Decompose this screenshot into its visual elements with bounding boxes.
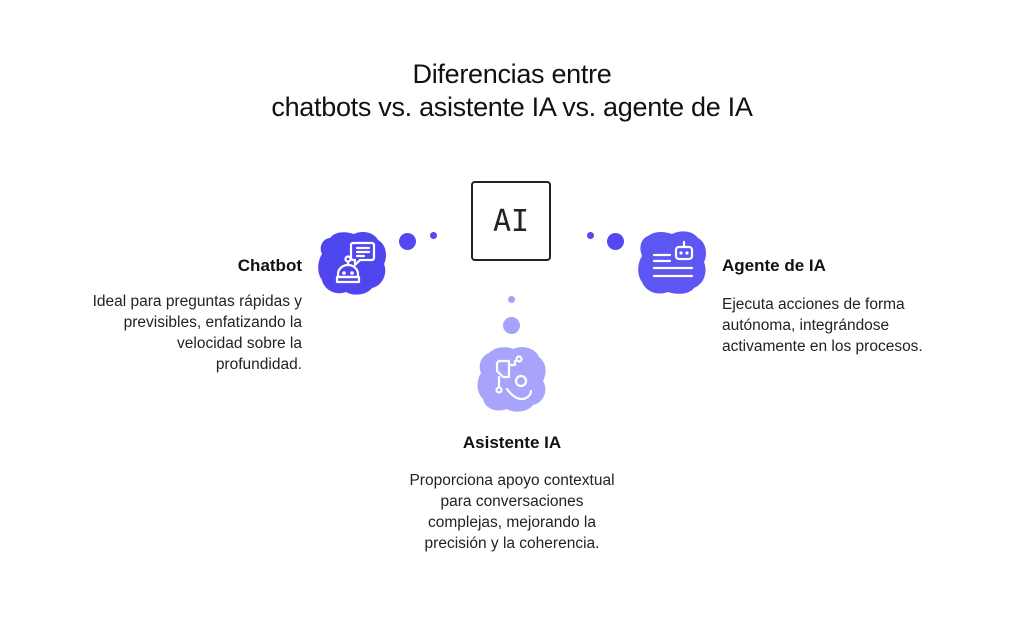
title-line-2: chatbots vs. asistente IA vs. agente de …: [271, 92, 753, 122]
title-line-1: Diferencias entre: [412, 59, 612, 89]
ai-label: AI: [492, 203, 530, 239]
robot-task-list-icon: [652, 240, 694, 278]
connector-dot-left-small: [430, 232, 437, 239]
agente-description: Ejecuta acciones de forma autónoma, inte…: [722, 296, 923, 355]
assistant-network-person-icon: [495, 355, 533, 401]
agente-heading: Agente de IA: [722, 256, 826, 275]
asistente-description: Proporciona apoyo contextual para conver…: [409, 472, 615, 552]
chatbot-node: [316, 228, 388, 296]
chatbot-description: Ideal para preguntas rápidas y previsibl…: [92, 293, 302, 373]
asistente-node: [475, 343, 549, 415]
diagram-title: Diferencias entre chatbots vs. asistente…: [0, 58, 1024, 124]
connector-dot-bottom-large: [503, 317, 520, 334]
asistente-heading: Asistente IA: [462, 433, 562, 452]
connector-dot-right-small: [587, 232, 594, 239]
ai-center-node: AI: [471, 181, 551, 261]
chatbot-heading: Chatbot: [237, 256, 302, 275]
robot-chat-bubble-icon: [335, 241, 376, 284]
agente-node: [636, 228, 708, 296]
connector-dot-bottom-small: [508, 296, 515, 303]
connector-dot-right-large: [607, 233, 624, 250]
connector-dot-left-large: [399, 233, 416, 250]
